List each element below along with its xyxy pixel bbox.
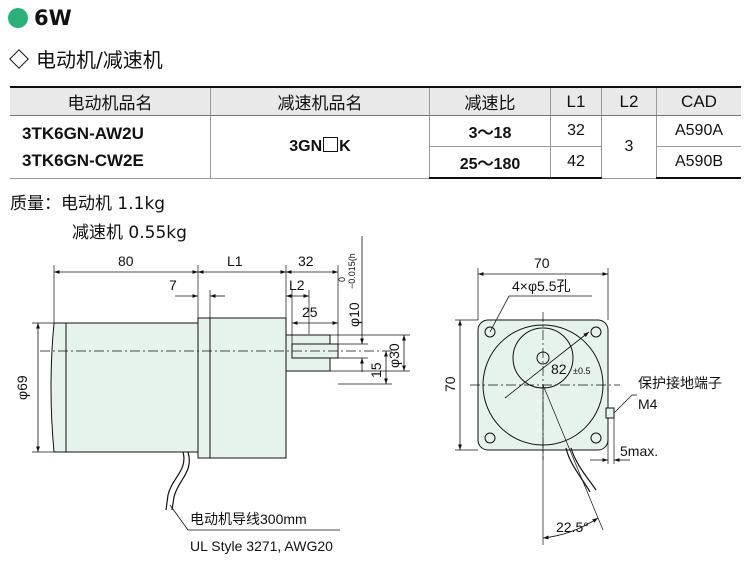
col-l1: L1 <box>550 86 602 116</box>
motor-name: 3TK6GN-AW2U <box>22 123 144 143</box>
mount-hole <box>590 432 602 444</box>
table-row: 3TK6GN-AW2U 3TK6GN-CW2E 3GN K 3～18 32 3 A… <box>10 115 741 179</box>
lead-wire <box>565 447 591 493</box>
gear-name-cell: 3GN K <box>210 115 430 179</box>
mass-gear: 减速机 0.55kg <box>72 223 187 243</box>
header: 6W <box>8 6 72 30</box>
gear-prefix: 3GN <box>289 138 323 156</box>
subtitle-text: 电动机/减速机 <box>36 48 163 72</box>
front-view-labels: 70 4×φ5.5孔 70 82 ±0.5 保护接地端子 M4 5max. 22… <box>442 255 722 535</box>
m4-text: M4 <box>638 396 658 412</box>
pcd-line <box>504 331 590 399</box>
angle-text: 22.5° <box>556 519 589 535</box>
mount-hole <box>484 326 496 338</box>
ratio-cell: 25～180 <box>429 146 551 179</box>
dim-25-text: 25 <box>302 304 318 320</box>
spec-table: 电动机品名 减速机品名 减速比 L1 L2 CAD 3TK6GN-AW2U 3T… <box>10 86 741 179</box>
cad-cell: A590B <box>656 146 741 179</box>
dim-l2-text: L2 <box>289 277 305 293</box>
lead-line2: UL Style 3271, AWG20 <box>190 538 333 554</box>
mass-motor: 质量：电动机 1.1kg <box>10 194 166 214</box>
l2-cell: 3 <box>601 115 657 179</box>
mass-info: 质量：电动机 1.1kg 减速机 0.55kg <box>10 190 187 248</box>
dim-30-text: φ30 <box>386 343 402 368</box>
lead-wire <box>171 451 190 511</box>
dim-69-text: φ69 <box>14 375 30 400</box>
ratio-cell: 3～18 <box>429 115 551 147</box>
motor-body <box>50 322 199 453</box>
motor-name: 3TK6GN-CW2E <box>22 150 144 170</box>
pcd-text: 82 <box>551 361 567 377</box>
gearbox <box>209 317 287 459</box>
subtitle: 电动机/减速机 <box>8 44 163 73</box>
dim-width-text: 70 <box>534 255 550 271</box>
col-cad: CAD <box>656 86 741 116</box>
dim-80-text: 80 <box>118 253 134 269</box>
cad-cell: A590A <box>656 115 741 147</box>
placeholder-square-icon <box>323 137 339 153</box>
gear-suffix: K <box>339 138 351 156</box>
dim-7-text: 7 <box>169 277 177 293</box>
front-view <box>455 268 637 545</box>
green-dot-icon <box>8 8 28 28</box>
dim-l1-text: L1 <box>227 253 243 269</box>
dim-shaft-tol-low-text: −0.015(h <box>347 253 357 289</box>
dim-shaft-tol-text: 0 <box>337 277 347 282</box>
power-title: 6W <box>34 6 72 30</box>
table-row: 25～180 42 A590B <box>10 146 741 179</box>
l1-cell: 42 <box>550 146 602 179</box>
col-motor: 电动机品名 <box>10 86 211 116</box>
l1-cell: 32 <box>550 115 602 147</box>
col-gear: 减速机品名 <box>210 86 430 116</box>
angle-arc <box>542 517 599 540</box>
ground-terminal <box>605 407 615 419</box>
mount-hole <box>484 432 496 444</box>
side-view-labels: 80 L1 32 7 L2 25 φ69 φ10 0 −0.015(h 15 φ… <box>14 253 402 554</box>
mount-hole <box>590 326 602 338</box>
flange <box>197 317 211 459</box>
terminal-text: 保护接地端子 <box>638 375 722 391</box>
dim-height-text: 70 <box>442 376 458 392</box>
col-ratio: 减速比 <box>429 86 551 116</box>
lead-wire <box>165 451 185 511</box>
lead-wire <box>570 447 597 491</box>
side-view <box>32 236 410 531</box>
lead-line1: 电动机导线300mm <box>190 511 307 527</box>
col-l2: L2 <box>601 86 657 116</box>
motor-names-cell: 3TK6GN-AW2U 3TK6GN-CW2E <box>10 115 211 179</box>
dim-15-text: 15 <box>368 362 384 378</box>
max5-text: 5max. <box>620 443 658 459</box>
dim-shaft-dia-text: φ10 <box>346 302 362 327</box>
dim-32-text: 32 <box>298 253 314 269</box>
holes-text: 4×φ5.5孔 <box>512 278 571 294</box>
pcd-tol-text: ±0.5 <box>573 366 590 376</box>
